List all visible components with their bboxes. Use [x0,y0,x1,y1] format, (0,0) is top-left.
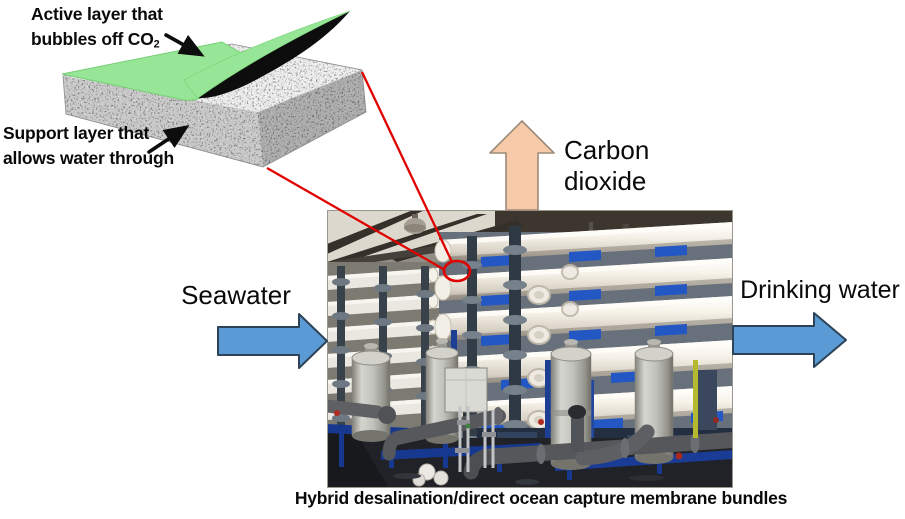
callout [266,71,472,283]
callout-circle [442,259,472,283]
support-layer-label-line1: Support layer that [3,123,150,143]
support-layer-label: Support layer that allows water through [3,121,174,171]
support-layer-arrow [147,125,190,154]
co2-arrow [489,120,555,211]
active-layer-label-line2: bubbles off CO2 [31,29,160,51]
control-box [444,367,488,452]
annotation-arrows [147,33,205,154]
facility-photo [327,210,733,488]
carbon-dioxide-label: Carbon dioxide [564,135,649,197]
callout-line-top [360,71,454,263]
instrument-pipes [455,406,496,472]
seawater-label: Seawater [181,280,291,310]
drinking-water-arrow [732,312,847,368]
gray-pipes [327,399,733,480]
active-layer-label-line1: Active layer that [31,4,163,24]
ceiling-lamp [404,214,426,234]
co2-subscript: 2 [153,38,160,51]
active-layer-label: Active layer that bubbles off CO2 [31,2,163,57]
peeled-flap-top [183,10,351,99]
active-layer-arrow [164,33,205,57]
pump [412,463,449,487]
callout-line-bottom [266,167,446,271]
support-layer-label-line2: allows water through [3,148,175,168]
carbon-dioxide-label-line1: Carbon [564,135,650,165]
carbon-dioxide-label-line2: dioxide [564,166,647,196]
figure-caption: Hybrid desalination/direct ocean capture… [294,488,788,508]
drinking-water-label: Drinking water [740,276,900,304]
small-details [334,360,719,487]
peeled-flap-underside [198,11,350,99]
seawater-arrow [217,313,328,369]
